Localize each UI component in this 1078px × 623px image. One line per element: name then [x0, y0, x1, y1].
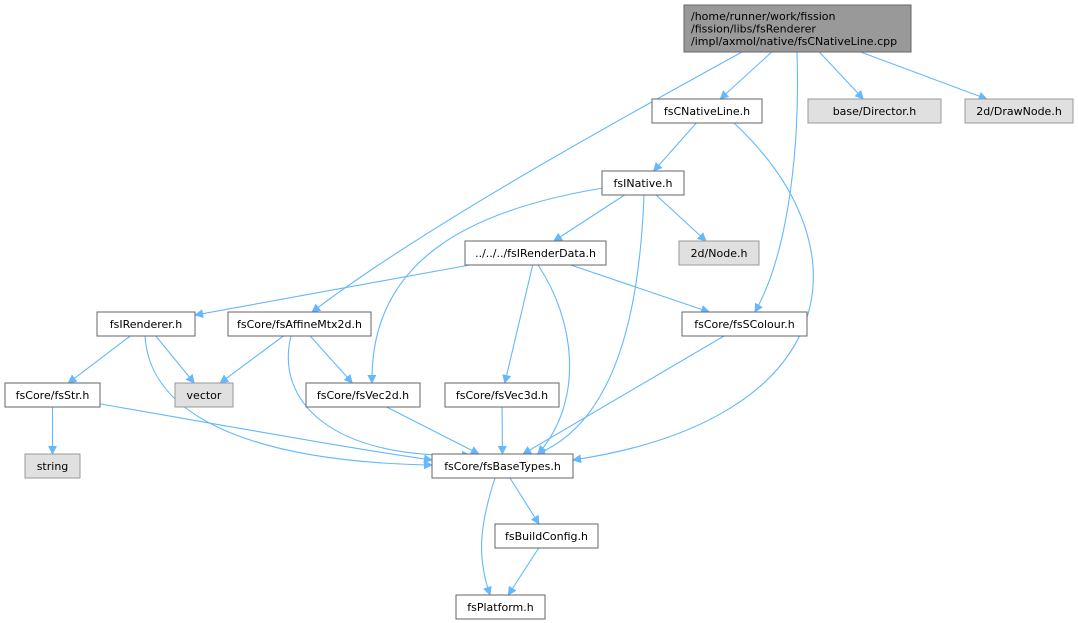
edge-irenderer-to-basetypes [144, 335, 433, 470]
node-node: 2d/Node.h [678, 240, 760, 266]
node-box-root [683, 4, 912, 53]
node-irenderer[interactable]: fsIRenderer.h [96, 311, 196, 337]
node-label-str: fsCore/fsStr.h [16, 389, 90, 402]
edges-layer [48, 51, 988, 596]
nodes-layer: /home/runner/work/fission/fission/libs/f… [4, 4, 1074, 620]
node-label-inative: fsINative.h [614, 177, 673, 190]
edge-irenderer-to-vector [155, 335, 195, 384]
node-box-vec2d [305, 382, 421, 408]
edge-inative-to-irenderdata [553, 194, 625, 242]
edge-basetypes-to-buildconfig [509, 477, 540, 525]
node-affine[interactable]: fsCore/fsAffineMtx2d.h [227, 311, 372, 337]
node-box-basetypes [431, 453, 574, 479]
node-box-vector [174, 382, 234, 408]
edge-root-to-scolour [754, 51, 799, 313]
node-cnativeline[interactable]: fsCNativeLine.h [651, 98, 763, 124]
node-box-affine [227, 311, 372, 337]
edge-vec2d-to-basetypes [386, 406, 480, 455]
node-label-scolour: fsCore/fsSColour.h [694, 318, 795, 331]
node-label-root: /impl/axmol/native/fsCNativeLine.cpp [691, 35, 897, 48]
edge-irenderdata-to-scolour [570, 264, 711, 314]
node-label-buildconfig: fsBuildConfig.h [505, 530, 588, 543]
node-label-vec3d: fsCore/fsVec3d.h [456, 389, 548, 402]
edge-inative-to-node [655, 194, 707, 242]
node-inative[interactable]: fsINative.h [601, 170, 685, 196]
node-box-irenderdata [464, 240, 607, 266]
edge-str-to-basetypes [94, 402, 433, 464]
node-vec3d[interactable]: fsCore/fsVec3d.h [444, 382, 560, 408]
node-box-platform [455, 594, 546, 620]
node-box-director [807, 98, 942, 124]
node-box-drawnode [964, 98, 1074, 124]
node-root[interactable]: /home/runner/work/fission/fission/libs/f… [683, 4, 912, 53]
node-box-str [4, 382, 101, 408]
node-string: string [24, 453, 81, 479]
node-label-string: string [37, 460, 69, 473]
node-irenderdata[interactable]: ../../../fsIRenderData.h [464, 240, 607, 266]
node-label-drawnode: 2d/DrawNode.h [976, 105, 1062, 118]
node-label-basetypes: fsCore/fsBaseTypes.h [444, 460, 561, 473]
node-vector: vector [174, 382, 234, 408]
edge-root-to-affine [311, 51, 743, 313]
node-box-buildconfig [494, 523, 599, 549]
node-label-root: /fission/libs/fsRenderer [691, 23, 816, 36]
edge-irenderdata-to-vec3d [502, 264, 534, 384]
node-box-node [678, 240, 760, 266]
edge-affine-to-vec2d [309, 335, 353, 384]
edge-affine-to-vector [219, 335, 284, 384]
node-vec2d[interactable]: fsCore/fsVec2d.h [305, 382, 421, 408]
edge-inative-to-vec2d [367, 187, 604, 384]
node-box-inative [601, 170, 685, 196]
edge-affine-to-basetypes [287, 335, 471, 460]
edge-cnativeline-to-inative [653, 122, 697, 172]
node-box-vec3d [444, 382, 560, 408]
node-basetypes[interactable]: fsCore/fsBaseTypes.h [431, 453, 574, 479]
node-str[interactable]: fsCore/fsStr.h [4, 382, 101, 408]
node-label-director: base/Director.h [833, 105, 917, 118]
node-box-scolour [681, 311, 808, 337]
node-buildconfig[interactable]: fsBuildConfig.h [494, 523, 599, 549]
node-label-root: /home/runner/work/fission [691, 10, 836, 23]
node-label-cnativeline: fsCNativeLine.h [664, 105, 750, 118]
node-label-irenderer: fsIRenderer.h [110, 318, 183, 331]
edge-inative-to-basetypes [536, 194, 645, 456]
node-director: base/Director.h [807, 98, 942, 124]
node-label-platform: fsPlatform.h [467, 601, 533, 614]
edge-irenderdata-to-basetypes [537, 264, 571, 455]
node-label-node: 2d/Node.h [691, 247, 748, 260]
node-label-vector: vector [187, 389, 222, 402]
edge-scolour-to-basetypes [522, 335, 725, 455]
edge-irenderdata-to-irenderer [194, 264, 470, 319]
node-box-cnativeline [651, 98, 763, 124]
node-label-irenderdata: ../../../fsIRenderData.h [475, 247, 596, 260]
node-platform[interactable]: fsPlatform.h [455, 594, 546, 620]
edge-root-to-cnativeline [719, 51, 773, 100]
edge-root-to-director [818, 51, 864, 100]
edge-irenderer-to-str [67, 335, 131, 384]
node-scolour[interactable]: fsCore/fsSColour.h [681, 311, 808, 337]
edge-root-to-drawnode [860, 51, 988, 101]
edge-buildconfig-to-platform [507, 547, 540, 596]
edge-basetypes-to-platform [481, 477, 496, 596]
node-label-affine: fsCore/fsAffineMtx2d.h [237, 318, 362, 331]
node-box-irenderer [96, 311, 196, 337]
node-drawnode: 2d/DrawNode.h [964, 98, 1074, 124]
node-label-vec2d: fsCore/fsVec2d.h [317, 389, 409, 402]
node-box-string [24, 453, 81, 479]
